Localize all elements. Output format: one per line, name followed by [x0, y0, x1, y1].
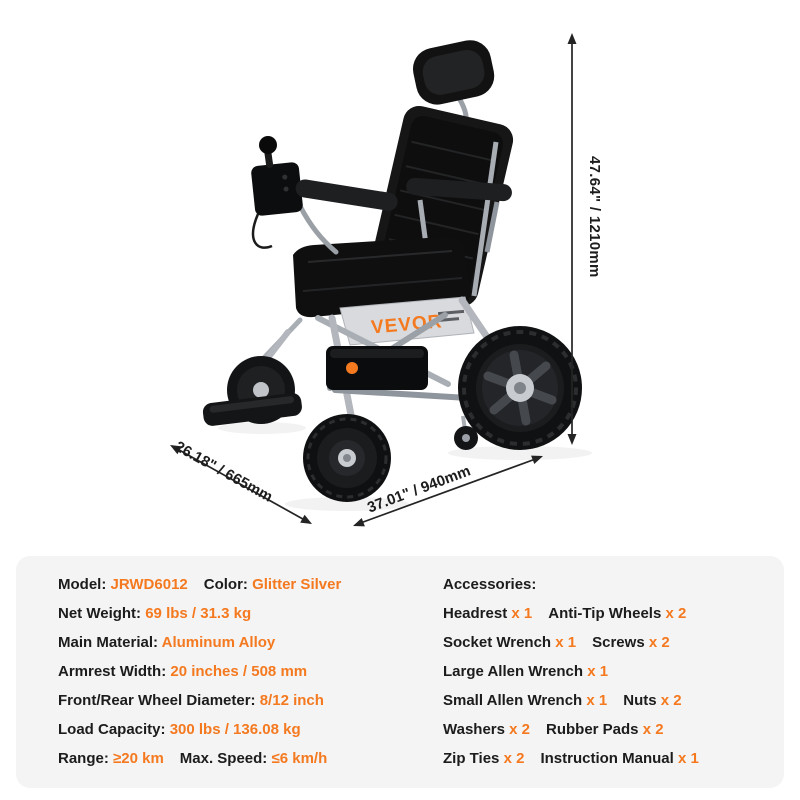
dimension-arrows: [170, 33, 577, 527]
spec-value: 300 lbs / 136.08 kg: [169, 721, 301, 738]
height-dimension-label: 47.64" / 1210mm: [586, 156, 603, 278]
spec-row-armrest-width: Armrest Width: 20 inches / 508 mm: [58, 657, 443, 686]
spec-row-wheel-diameter: Front/Rear Wheel Diameter: 8/12 inch: [58, 686, 443, 715]
accessory-name: Zip Ties: [443, 750, 504, 767]
accessory-name: Headrest: [443, 605, 512, 622]
side-panel: VEVOR: [339, 296, 475, 346]
accessory-qty: x 1: [587, 663, 609, 680]
accessory-name: Large Allen Wrench: [443, 663, 588, 680]
spec-label: Range:: [58, 750, 114, 767]
accessory-row: Zip Ties x 2 Instruction Manual x 1: [443, 744, 756, 773]
depth-arrow: [170, 445, 312, 524]
spec-row-net-weight: Net Weight: 69 lbs / 31.3 kg: [58, 599, 443, 628]
headrest: [412, 40, 495, 133]
spec-row-load-capacity: Load Capacity: 300 lbs / 136.08 kg: [58, 715, 443, 744]
accessory-row: Small Allen Wrench x 1 Nuts x 2: [443, 686, 756, 715]
accessory-row: Large Allen Wrench x 1: [443, 657, 756, 686]
accessory-name: Anti-Tip Wheels: [548, 605, 666, 622]
spec-row-model-color: Model: JRWD6012 Color: Glitter Silver: [58, 570, 443, 599]
accessory-name: Screws: [592, 634, 649, 651]
accessory-qty: x 2: [660, 692, 682, 709]
seat-cushion: [293, 236, 472, 318]
accessory-name: Washers: [443, 721, 510, 738]
accessory-qty: x 1: [677, 750, 699, 767]
spec-value: 20 inches / 508 mm: [170, 663, 308, 680]
height-arrow: [567, 33, 577, 445]
accessory-qty: x 2: [642, 721, 664, 738]
accessory-name: Small Allen Wrench: [443, 692, 587, 709]
accessory-qty: x 2: [503, 750, 525, 767]
spec-column-left: Model: JRWD6012 Color: Glitter Silver Net…: [58, 570, 443, 788]
spec-value: ≥20 km: [113, 750, 164, 767]
accessories-title: Accessories:: [443, 576, 537, 593]
accessory-qty: x 2: [509, 721, 530, 738]
width-arrow: [353, 455, 543, 527]
joystick-controller: [251, 136, 303, 249]
ground-shadows: [218, 422, 592, 511]
spec-label: Model:: [58, 576, 111, 593]
wheelchair-diagram: VEVOR: [170, 33, 592, 527]
spec-value: JRWD6012: [110, 576, 188, 593]
accessory-qty: x 1: [586, 692, 608, 709]
accessory-qty: x 1: [555, 634, 577, 651]
accessory-row: Headrest x 1 Anti-Tip Wheels x 2: [443, 599, 756, 628]
spec-value: 69 lbs / 31.3 kg: [145, 605, 252, 622]
accessory-qty: x 2: [648, 634, 670, 651]
spec-column-accessories: Accessories: Headrest x 1 Anti-Tip Wheels…: [443, 570, 756, 788]
front-wheel: [303, 414, 391, 502]
spec-label: Color:: [203, 576, 253, 593]
spec-label: Load Capacity:: [58, 721, 170, 738]
rear-wheel: [458, 326, 582, 450]
accessory-qty: x 1: [511, 605, 533, 622]
spec-row-material: Main Material: Aluminum Alloy: [58, 628, 443, 657]
accessory-qty: x 2: [665, 605, 687, 622]
spec-label: Net Weight:: [58, 605, 146, 622]
footplate: [202, 393, 302, 426]
spec-value: ≤6 km/h: [271, 750, 328, 767]
accessory-name: Nuts: [623, 692, 661, 709]
battery-box: [326, 346, 428, 390]
spec-value: Glitter Silver: [252, 576, 342, 593]
spec-label: Max. Speed:: [179, 750, 272, 767]
anti-tip-wheel: [454, 415, 478, 450]
spec-label: Armrest Width:: [58, 663, 171, 680]
spec-label: Main Material:: [58, 634, 162, 651]
accessory-name: Rubber Pads: [546, 721, 643, 738]
spec-label: Front/Rear Wheel Diameter:: [58, 692, 260, 709]
battery-sticker: [346, 362, 358, 374]
spec-row-range-speed: Range: ≥20 km Max. Speed: ≤6 km/h: [58, 744, 443, 773]
left-armrest: [295, 179, 398, 211]
spec-panel: Model: JRWD6012 Color: Glitter Silver Net…: [16, 556, 784, 788]
joystick-knob: [259, 136, 277, 154]
accessory-name: Socket Wrench: [443, 634, 556, 651]
spec-value: Aluminum Alloy: [161, 634, 276, 651]
spec-value: 8/12 inch: [259, 692, 324, 709]
accessory-row: Socket Wrench x 1 Screws x 2: [443, 628, 756, 657]
accessory-name: Instruction Manual: [540, 750, 678, 767]
